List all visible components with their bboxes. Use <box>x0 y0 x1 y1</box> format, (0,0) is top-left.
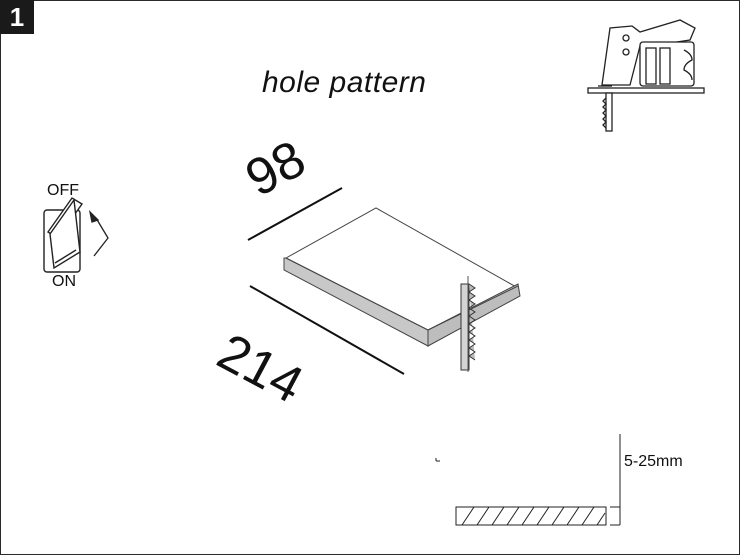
switch-direction-arrow-icon <box>88 210 109 257</box>
dimension-line-98 <box>247 187 343 241</box>
saw-blade-icon <box>460 276 476 372</box>
step-number-badge: 1 <box>0 0 34 34</box>
board-icon <box>283 207 521 347</box>
rocker-switch-icon <box>43 197 84 273</box>
workpiece-section-icon <box>435 434 621 526</box>
jigsaw-icon <box>587 19 705 132</box>
thickness-range-label: 5-25mm <box>624 453 683 470</box>
dimension-line-214 <box>249 285 405 375</box>
switch-off-label: OFF <box>47 182 79 199</box>
switch-on-label: ON <box>52 273 76 290</box>
diagram-title: hole pattern <box>262 66 427 99</box>
